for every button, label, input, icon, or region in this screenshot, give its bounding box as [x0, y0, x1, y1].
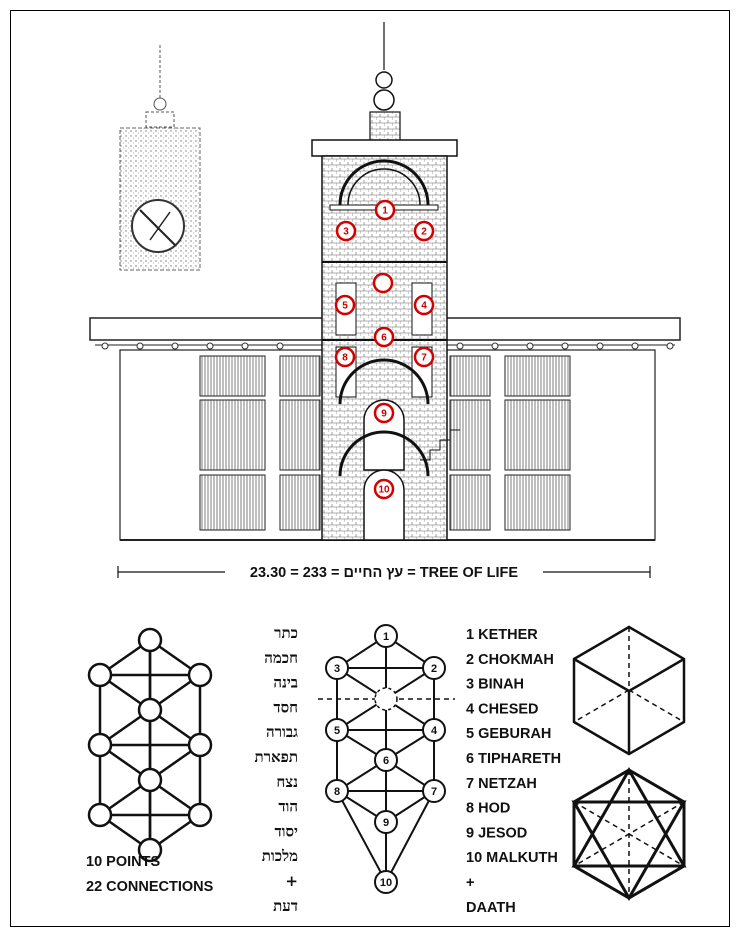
tower-marker: 10	[375, 480, 393, 498]
tower-marker-label: 8	[342, 353, 348, 364]
hebrew-name: חכמה	[264, 649, 298, 667]
sephirah-name: 10 MALKUTH	[466, 850, 558, 866]
lattice-point	[189, 734, 211, 756]
tree-node: 1	[375, 625, 397, 647]
tree-path	[337, 791, 386, 882]
tower-marker-label: 4	[421, 301, 427, 312]
tree-node: 4	[423, 719, 445, 741]
tree-node: 8	[326, 780, 348, 802]
tower-marker-label: 10	[378, 485, 390, 496]
hebrew-names-column: כתר חכמה בינה חסד גבורה תפארת נצח הוד יסוד מלכות +…	[255, 624, 299, 915]
hebrew-name: +	[285, 872, 298, 890]
tower-marker-label: 6	[381, 333, 387, 344]
tower-marker-label: 1	[382, 206, 388, 217]
tower-marker-label: 5	[342, 301, 348, 312]
lattice-point	[139, 769, 161, 791]
tree-of-life-diagram: 1 2 3 4 5 6 7 8 9 10	[318, 625, 455, 893]
sephirah-name: DAATH	[466, 900, 516, 916]
hebrew-name: יסוד	[274, 822, 298, 840]
sephirah-name: 3 BINAH	[466, 677, 524, 693]
hebrew-name: הוד	[278, 798, 298, 816]
tree-node-label: 7	[431, 786, 437, 798]
sephirah-name: 2 CHOKMAH	[466, 652, 554, 668]
hebrew-name: כתר	[274, 624, 298, 642]
sephirah-name: 6 TIPHARETH	[466, 751, 561, 767]
tower-marker: 7	[415, 348, 433, 366]
hebrew-name: בינה	[273, 674, 298, 692]
hebrew-name: חסד	[273, 698, 298, 716]
lattice-point	[189, 804, 211, 826]
tree-node: 3	[326, 657, 348, 679]
lattice-point	[139, 699, 161, 721]
tree-node: 10	[375, 871, 397, 893]
lattice-point	[139, 629, 161, 651]
connections-label: 22 CONNECTIONS	[86, 879, 214, 895]
tower-marker-label: 3	[343, 227, 349, 238]
points-label: 10 POINTS	[86, 854, 160, 870]
sephirah-name: 7 NETZAH	[466, 776, 537, 792]
daath-node	[375, 688, 397, 710]
sephirah-name: +	[466, 875, 474, 891]
tree-node-label: 4	[431, 725, 438, 737]
tower-marker: 3	[337, 222, 355, 240]
star-tetrahedron-diagram	[574, 770, 684, 898]
tree-node-label: 1	[383, 631, 389, 643]
sephiroth-list: 1 KETHER 2 CHOKMAH 3 BINAH 4 CHESED 5 GEBURA…	[466, 627, 561, 916]
sephirah-name: 5 GEBURAH	[466, 726, 551, 742]
tree-node-label: 3	[334, 663, 340, 675]
background-tower	[120, 45, 200, 270]
sephirah-name: 4 CHESED	[466, 701, 539, 717]
cube-diagram	[574, 627, 684, 754]
hebrew-name: תפארת	[255, 748, 298, 766]
tree-node: 7	[423, 780, 445, 802]
tree-node-label: 2	[431, 663, 437, 675]
sephirah-name: 8 HOD	[466, 801, 510, 817]
tower-marker: 8	[336, 348, 354, 366]
sephirah-name: 1 KETHER	[466, 627, 538, 643]
tower-marker: 4	[415, 296, 433, 314]
sephirah-name: 9 JESOD	[466, 825, 527, 841]
hebrew-name: דעת	[273, 897, 298, 915]
tree-path	[386, 791, 434, 882]
tree-node-label: 10	[380, 877, 392, 889]
lattice-point	[189, 664, 211, 686]
tree-node-label: 6	[383, 755, 389, 767]
tree-node-label: 9	[383, 817, 389, 829]
hebrew-name: גבורה	[266, 723, 298, 741]
tree-node: 5	[326, 719, 348, 741]
tree-node: 6	[375, 749, 397, 771]
tower-marker: 9	[375, 404, 393, 422]
tower-marker: 6	[375, 328, 393, 346]
tower-marker: 2	[415, 222, 433, 240]
tree-node: 9	[375, 811, 397, 833]
tower-marker-label: 9	[381, 409, 387, 420]
tower-marker-label: 7	[421, 353, 427, 364]
tower-marker	[374, 274, 392, 292]
tower-marker: 5	[336, 296, 354, 314]
tree-node-label: 8	[334, 786, 340, 798]
lattice-point	[89, 804, 111, 826]
tower-marker: 1	[376, 201, 394, 219]
left-lattice-diagram	[89, 629, 211, 861]
dimension-label: 23.30 = 233 = עץ החיים = TREE OF LIFE	[250, 565, 519, 581]
tree-node: 2	[423, 657, 445, 679]
hebrew-name: נצח	[276, 773, 298, 791]
lattice-point	[89, 664, 111, 686]
hebrew-name: מלכות	[262, 847, 298, 865]
tree-node-label: 5	[334, 725, 340, 737]
lattice-point	[89, 734, 111, 756]
tower-marker-label: 2	[421, 227, 427, 238]
